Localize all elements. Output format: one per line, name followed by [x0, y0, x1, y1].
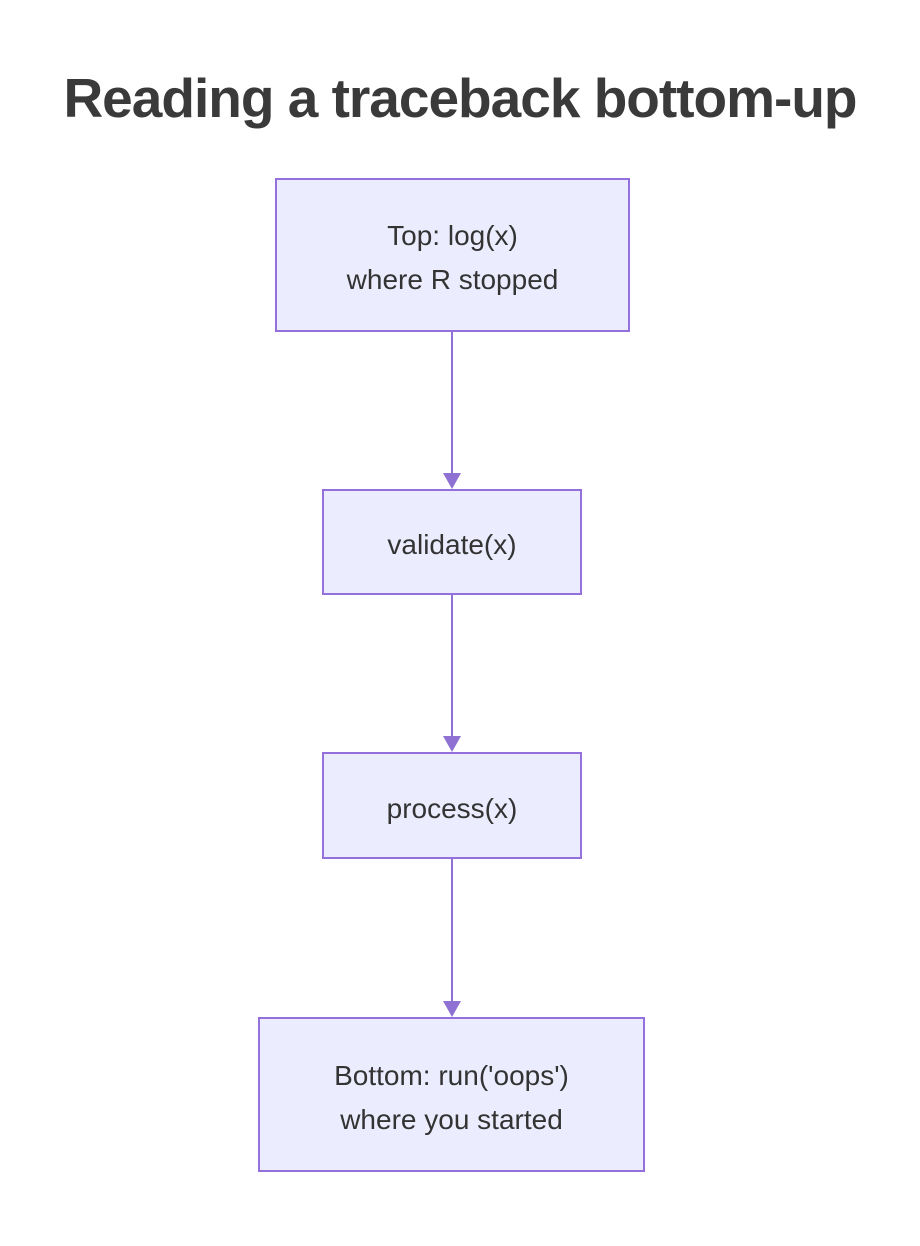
- edge-line: [451, 595, 453, 738]
- node-top-log: Top: log(x) where R stopped: [275, 178, 630, 332]
- node-label-line: validate(x): [387, 529, 517, 560]
- arrow-down-icon: [443, 473, 461, 489]
- node-label-line: process(x): [386, 792, 518, 824]
- edge-line: [451, 332, 453, 475]
- node-label-line: where R stopped: [346, 264, 559, 295]
- node-validate: validate(x): [322, 489, 582, 595]
- node-label-line: Bottom: run('oops'): [334, 1059, 569, 1091]
- arrow-down-icon: [443, 1001, 461, 1017]
- edge-validate-to-process: [443, 595, 461, 752]
- edge-line: [451, 859, 453, 1003]
- edge-top-to-validate: [443, 332, 461, 489]
- node-label-line: Top: log(x): [387, 220, 518, 251]
- page-title: Reading a traceback bottom-up: [63, 67, 857, 129]
- node-process: process(x): [322, 752, 582, 859]
- node-bottom-run: Bottom: run('oops') where you started: [258, 1017, 645, 1172]
- node-label-line: where you started: [340, 1103, 563, 1135]
- arrow-down-icon: [443, 736, 461, 752]
- edge-process-to-bottom: [443, 859, 461, 1017]
